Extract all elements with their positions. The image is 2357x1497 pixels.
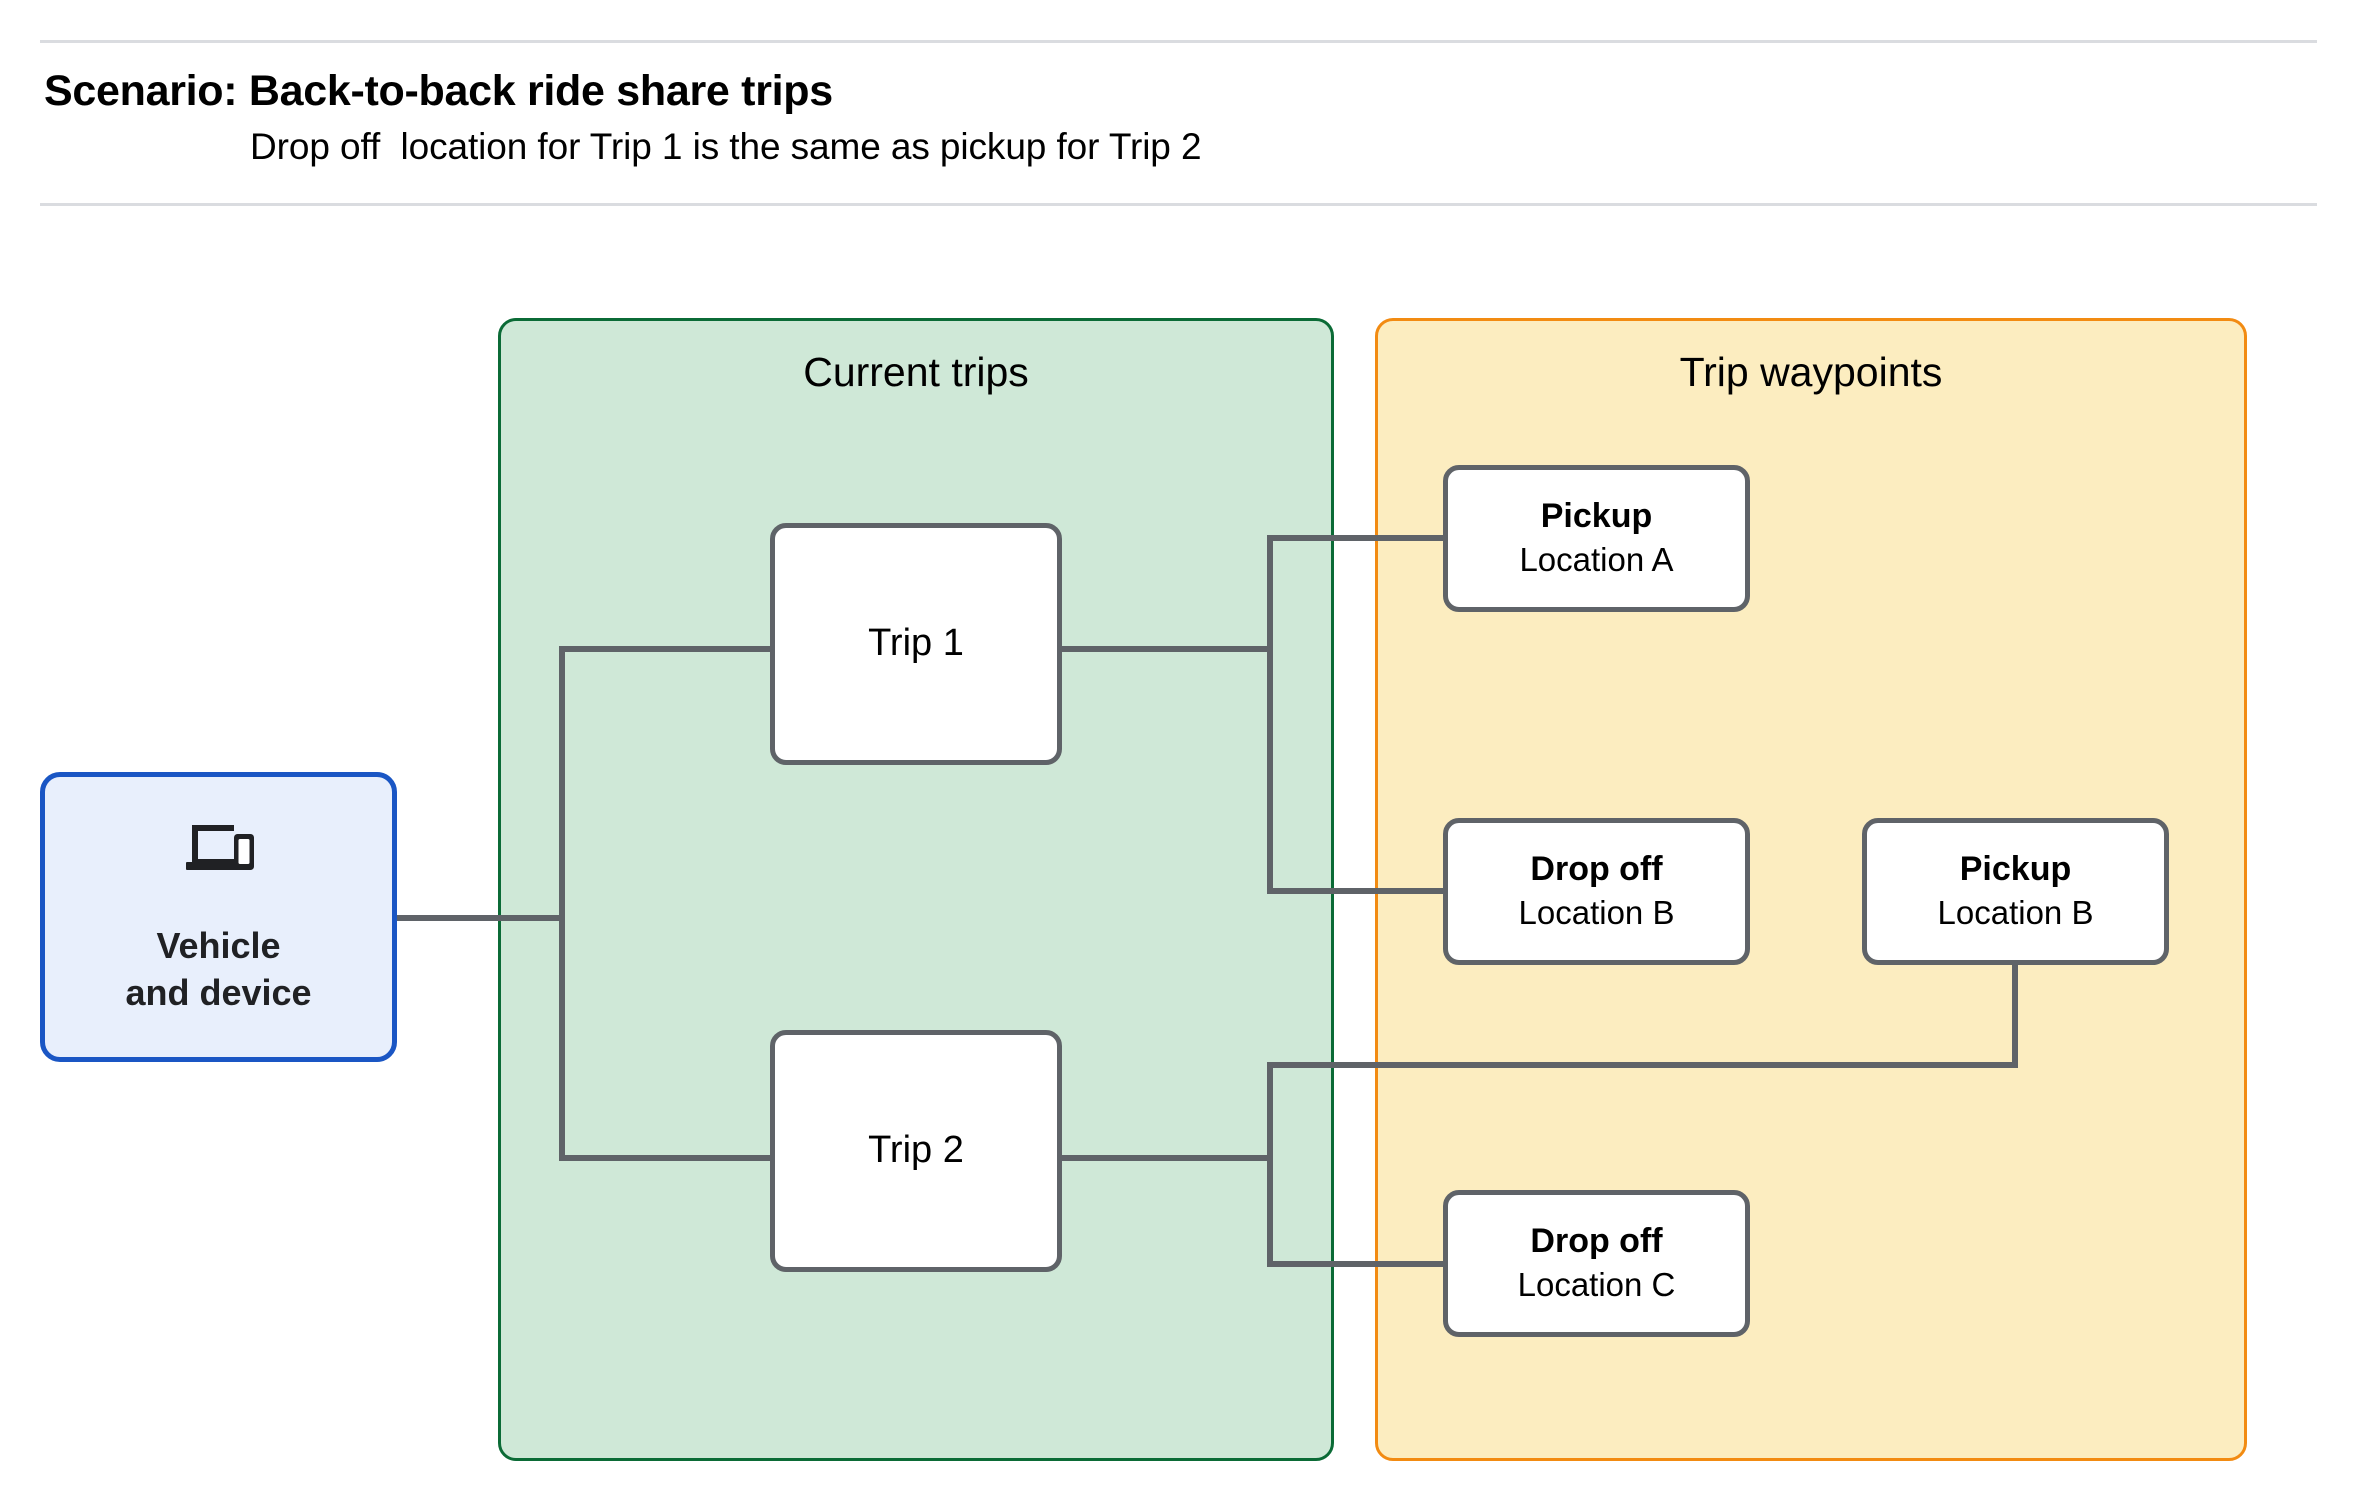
node-dropoff-b-type: Drop off xyxy=(1530,850,1663,889)
node-trip-2-label: Trip 2 xyxy=(868,1129,964,1172)
node-trip-1[interactable]: Trip 1 xyxy=(770,523,1062,765)
vehicle-label: Vehicle and device xyxy=(125,925,312,1013)
node-vehicle-and-device[interactable]: Vehicle and device xyxy=(40,772,397,1062)
node-trip-1-label: Trip 1 xyxy=(868,622,964,665)
node-pickup-a[interactable]: Pickup Location A xyxy=(1443,465,1750,612)
node-dropoff-b[interactable]: Drop off Location B xyxy=(1443,818,1750,965)
node-pickup-a-location: Location A xyxy=(1519,541,1674,579)
group-trip-waypoints-title: Trip waypoints xyxy=(1679,349,1943,395)
header-divider-bottom xyxy=(40,203,2317,206)
node-pickup-b-type: Pickup xyxy=(1959,850,2072,889)
page-title: Scenario: Back-to-back ride share trips xyxy=(44,67,833,115)
page-subtitle: Drop off location for Trip 1 is the same… xyxy=(250,126,1202,167)
group-current-trips: Current trips xyxy=(498,318,1334,1461)
node-dropoff-b-location: Location B xyxy=(1518,894,1675,932)
node-pickup-b[interactable]: Pickup Location B xyxy=(1862,818,2169,965)
devices-icon xyxy=(182,820,256,881)
node-trip-2[interactable]: Trip 2 xyxy=(770,1030,1062,1272)
header-divider-top xyxy=(40,40,2317,43)
group-current-trips-title: Current trips xyxy=(803,349,1029,395)
node-dropoff-c[interactable]: Drop off Location C xyxy=(1443,1190,1750,1337)
node-dropoff-c-location: Location C xyxy=(1517,1266,1676,1304)
node-dropoff-c-type: Drop off xyxy=(1530,1222,1663,1261)
node-pickup-b-location: Location B xyxy=(1937,894,2094,932)
header: Scenario: Back-to-back ride share trips … xyxy=(0,0,2357,210)
node-pickup-a-type: Pickup xyxy=(1540,497,1653,536)
